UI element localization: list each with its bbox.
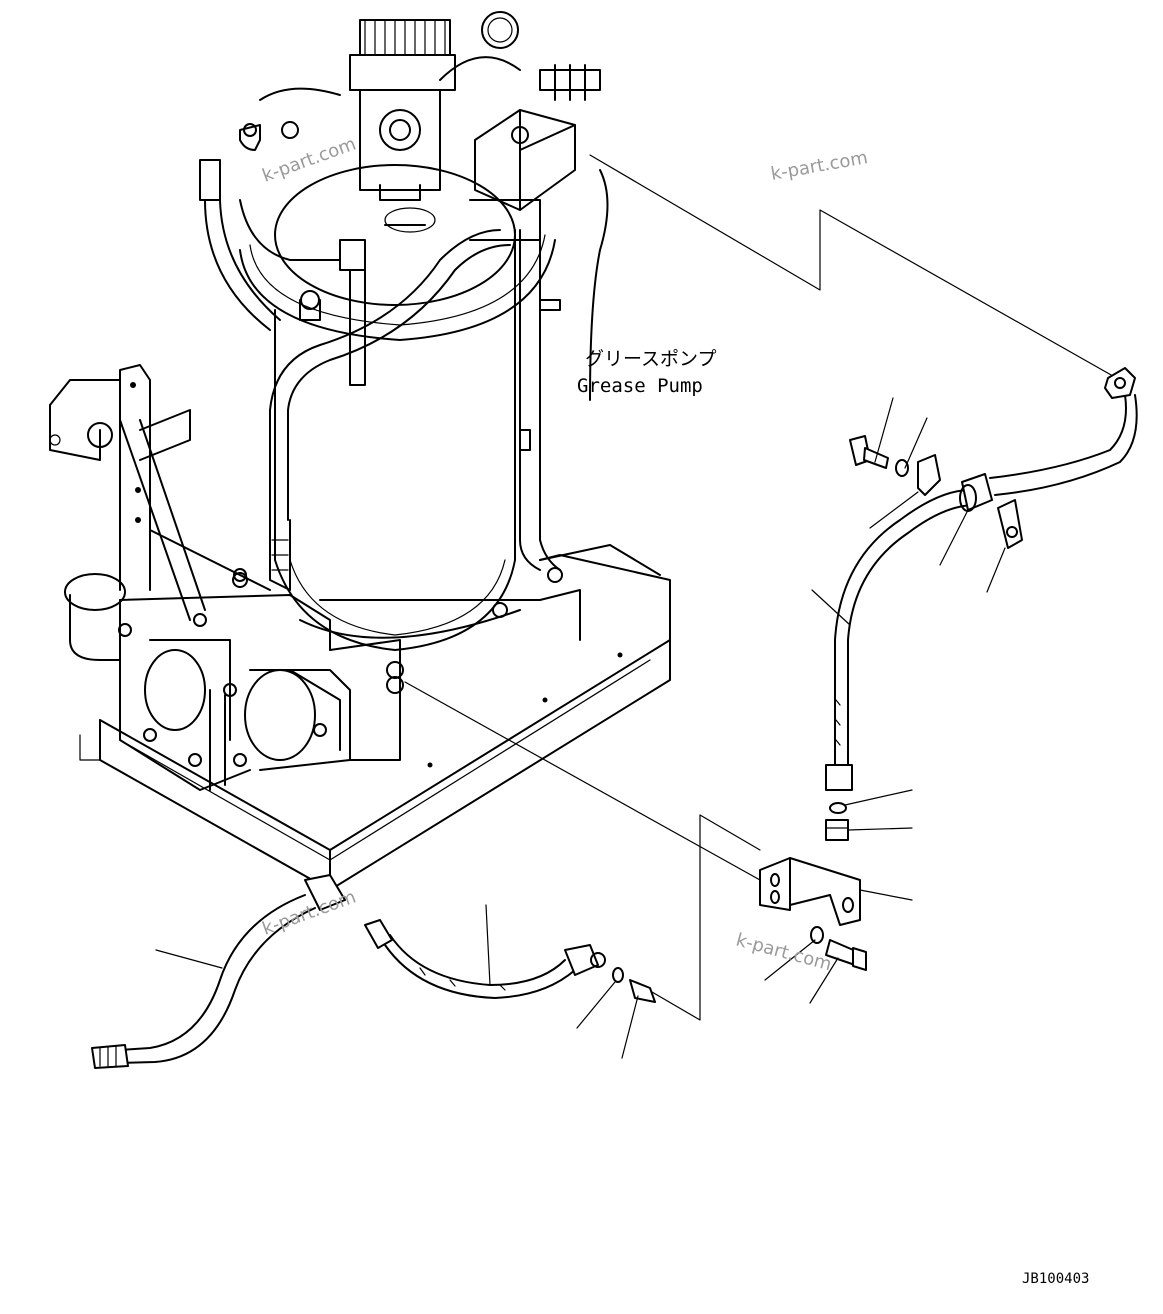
callout-leaders <box>155 397 1006 1059</box>
right-hose-assembly <box>825 367 1138 841</box>
tank-hoses <box>204 169 609 591</box>
left-bracket-frame <box>49 364 271 621</box>
watermark: k-part.com <box>260 886 359 939</box>
lower-left-hose <box>91 874 346 1069</box>
l-bracket <box>759 857 867 971</box>
grease-tank <box>232 164 581 694</box>
base-frame <box>79 544 671 891</box>
center-hose <box>364 919 656 1003</box>
watermark: k-part.com <box>260 133 359 186</box>
lower-housing <box>64 568 401 791</box>
grease-pump-label-english: Grease Pump <box>577 375 703 397</box>
grease-pump-label-japanese: グリースポンプ <box>585 348 716 370</box>
drawing-number: JB100403 <box>1022 1271 1089 1287</box>
leader-lines <box>404 154 1121 1021</box>
watermark: k-part.com <box>769 147 869 185</box>
